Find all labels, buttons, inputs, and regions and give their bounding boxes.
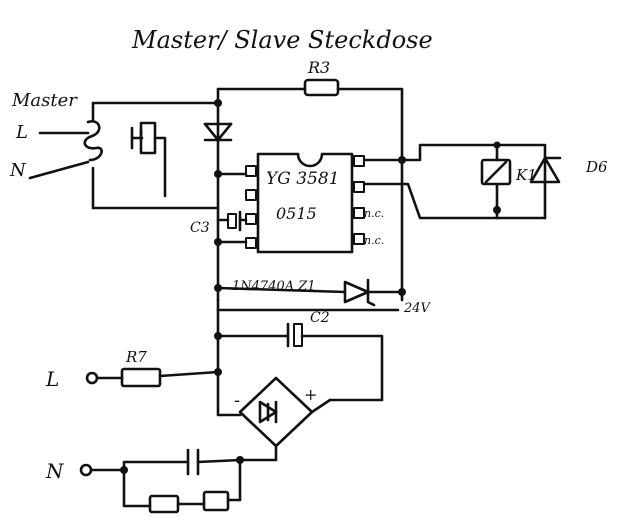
label-plus: + (304, 385, 317, 404)
n-input-network (89, 448, 242, 514)
ic-pin-nc-2: n.c. (364, 234, 384, 247)
label-24v: 24V (403, 301, 432, 316)
label-l-bottom: L (45, 367, 59, 391)
capacitor-c2 (216, 308, 400, 402)
diagram-title: Master/ Slave Steckdose (131, 26, 433, 54)
diode-d6 (529, 156, 562, 184)
terminal-l (85, 371, 99, 385)
junction-dot (214, 99, 222, 107)
zener-z1 (216, 278, 404, 307)
junction-dot (398, 156, 406, 164)
master-wiring (28, 101, 220, 210)
label-zener: 1N4740A Z1 (232, 279, 316, 294)
ic-pin-wiring (216, 158, 547, 244)
resistor-r3 (303, 78, 340, 97)
ic-label-type: YG 3581 (266, 169, 339, 189)
terminal-n (79, 463, 93, 477)
relay-coil-k1 (480, 158, 512, 186)
junction-dot (120, 466, 128, 474)
label-r3: R3 (307, 58, 330, 77)
ic-pin-nc-1: n.c. (364, 207, 384, 220)
junction-dot (398, 288, 406, 296)
label-n-bottom: N (45, 459, 65, 483)
label-d6: D6 (585, 158, 608, 176)
bridge-rectifier (238, 376, 332, 462)
ic-label-code: 0515 (276, 204, 317, 223)
label-c3: C3 (190, 220, 210, 236)
junction-dot (236, 456, 244, 464)
junction-dot (493, 141, 501, 149)
top-rail (216, 87, 404, 302)
wire-r7-rail (158, 370, 220, 378)
diode-left-vertical (203, 122, 233, 142)
junction-dot (493, 206, 501, 214)
capacitor-c3 (216, 210, 248, 232)
label-l-top: L (15, 122, 28, 143)
label-master: Master (11, 90, 78, 111)
label-minus: - (234, 390, 240, 411)
resistor-r7 (120, 367, 162, 388)
label-r7: R7 (125, 348, 147, 366)
lower-left-rail (216, 298, 242, 417)
label-c2: C2 (310, 310, 330, 326)
label-n-top: N (9, 160, 27, 181)
